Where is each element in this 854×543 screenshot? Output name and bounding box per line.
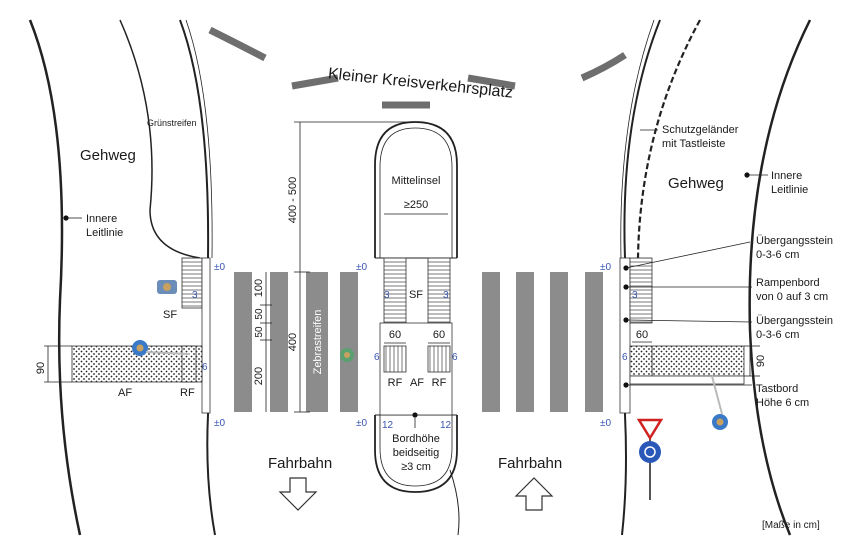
rampenbord-1: Rampenbord — [756, 277, 820, 289]
fahrbahn-right-label: Fahrbahn — [498, 455, 562, 472]
dim-400: 400 — [287, 333, 299, 351]
zebra-stripe — [234, 272, 252, 412]
tastbord-2: Höhe 6 cm — [756, 397, 809, 409]
left-sidewalk-edges — [28, 19, 216, 536]
dim-400-500: 400 - 500 — [287, 177, 299, 223]
zebrastreifen-label: Zebrastreifen — [312, 310, 324, 375]
dim-100: 100 — [253, 279, 265, 297]
af-median: AF — [410, 377, 424, 389]
dim-3-median-right: 3 — [443, 290, 449, 301]
pm0-median-top: ±0 — [356, 262, 367, 273]
gehweg-right-label: Gehweg — [668, 175, 724, 192]
dim-90-left: 90 — [35, 362, 47, 374]
dim-90-right: 90 — [755, 355, 767, 367]
sf-median-label: SF — [409, 289, 423, 301]
rf-left-label: RF — [180, 387, 195, 399]
pm0-right-bottom: ±0 — [600, 418, 611, 429]
bordhoehe-2: beidseitig — [393, 447, 439, 459]
median-rf-left — [383, 345, 407, 373]
left-rf-area — [181, 345, 203, 383]
blind-pedestrian-icon — [132, 340, 191, 356]
dim-60-median-left: 60 — [389, 329, 401, 341]
zebra-stripe — [585, 272, 603, 412]
dim-6-median-right: 6 — [452, 352, 458, 363]
dim-6-left: 6 — [202, 362, 208, 373]
leader-lines — [66, 129, 768, 428]
arrow-up-icon — [514, 477, 554, 511]
uebergangsstein-bottom-2: 0-3-6 cm — [756, 329, 799, 341]
dim-6-median-left: 6 — [374, 352, 380, 363]
zebra-stripe — [270, 272, 288, 412]
arrow-down-icon — [278, 477, 318, 511]
right-sidewalk-edges — [620, 19, 812, 536]
roundabout-sign-icon — [636, 418, 664, 500]
af-left-label: AF — [118, 387, 132, 399]
zebra-stripe — [340, 272, 358, 412]
dim-3-median-left: 3 — [384, 290, 390, 301]
schutzgelaender-1: Schutzgeländer — [662, 124, 739, 136]
zebra-stripe — [306, 272, 328, 412]
schutzgelaender-2: mit Tastleiste — [662, 138, 725, 150]
innere-leitlinie-right-2: Leitlinie — [771, 184, 808, 196]
gehweg-left-label: Gehweg — [80, 147, 136, 164]
zebra-stripe — [516, 272, 534, 412]
dim-50a: 50 — [254, 308, 265, 320]
median-landing — [379, 257, 453, 416]
bordhoehe-3: ≥3 cm — [401, 461, 431, 473]
pedestrian-icon — [340, 348, 354, 362]
right-af-area — [651, 345, 745, 377]
dim-6-right: 6 — [622, 352, 628, 363]
dim-200: 200 — [253, 367, 265, 385]
tastbord-1: Tastbord — [756, 383, 798, 395]
uebergangsstein-top-2: 0-3-6 cm — [756, 249, 799, 261]
mittelinsel-label: Mittelinsel — [392, 175, 441, 187]
zebra-stripes — [234, 272, 603, 412]
bordhoehe-1: Bordhöhe — [392, 433, 440, 445]
pm0-right-top: ±0 — [600, 262, 611, 273]
dim-12-left: 12 — [382, 420, 394, 431]
sf-left-label: SF — [163, 309, 177, 321]
dim-60-right: 60 — [636, 329, 648, 341]
median-rf-right — [427, 345, 451, 373]
innere-leitlinie-left-1: Innere — [86, 213, 117, 225]
zebra-stripe — [482, 272, 500, 412]
innere-leitlinie-right-1: Innere — [771, 170, 802, 182]
gruenstreifen-label: Grünstreifen — [147, 118, 197, 128]
zebra-stripe — [550, 272, 568, 412]
masse-label: [Maße in cm] — [762, 520, 820, 531]
blind-pedestrian-right-icon — [711, 375, 728, 430]
rf-median-left: RF — [388, 377, 403, 389]
uebergangsstein-bottom-1: Übergangsstein — [756, 315, 833, 327]
rampenbord-2: von 0 auf 3 cm — [756, 291, 828, 303]
leader-dots — [63, 172, 750, 418]
left-landing — [71, 257, 211, 414]
rf-median-right: RF — [432, 377, 447, 389]
fahrbahn-left-label: Fahrbahn — [268, 455, 332, 472]
title-label: Kleiner Kreisverkehrsplatz — [327, 65, 514, 101]
pm0-median-bottom: ±0 — [356, 418, 367, 429]
pm0-left-bottom: ±0 — [214, 418, 225, 429]
innere-leitlinie-left-2: Leitlinie — [86, 227, 123, 239]
right-sf-area — [629, 257, 653, 324]
uebergangsstein-top-1: Übergangsstein — [756, 235, 833, 247]
roundabout-arc — [208, 26, 627, 109]
dim-50b: 50 — [254, 326, 265, 338]
dim-60-median-right: 60 — [433, 329, 445, 341]
pm0-left-top: ±0 — [214, 262, 225, 273]
dim-12-right: 12 — [440, 420, 452, 431]
dimension-lines — [44, 121, 760, 413]
wheelchair-user-icon — [157, 280, 177, 294]
dim-3-right: 3 — [632, 290, 638, 301]
dim-3-left: 3 — [192, 290, 198, 301]
mittelinsel-width-label: ≥250 — [404, 199, 428, 211]
right-landing — [619, 257, 745, 414]
